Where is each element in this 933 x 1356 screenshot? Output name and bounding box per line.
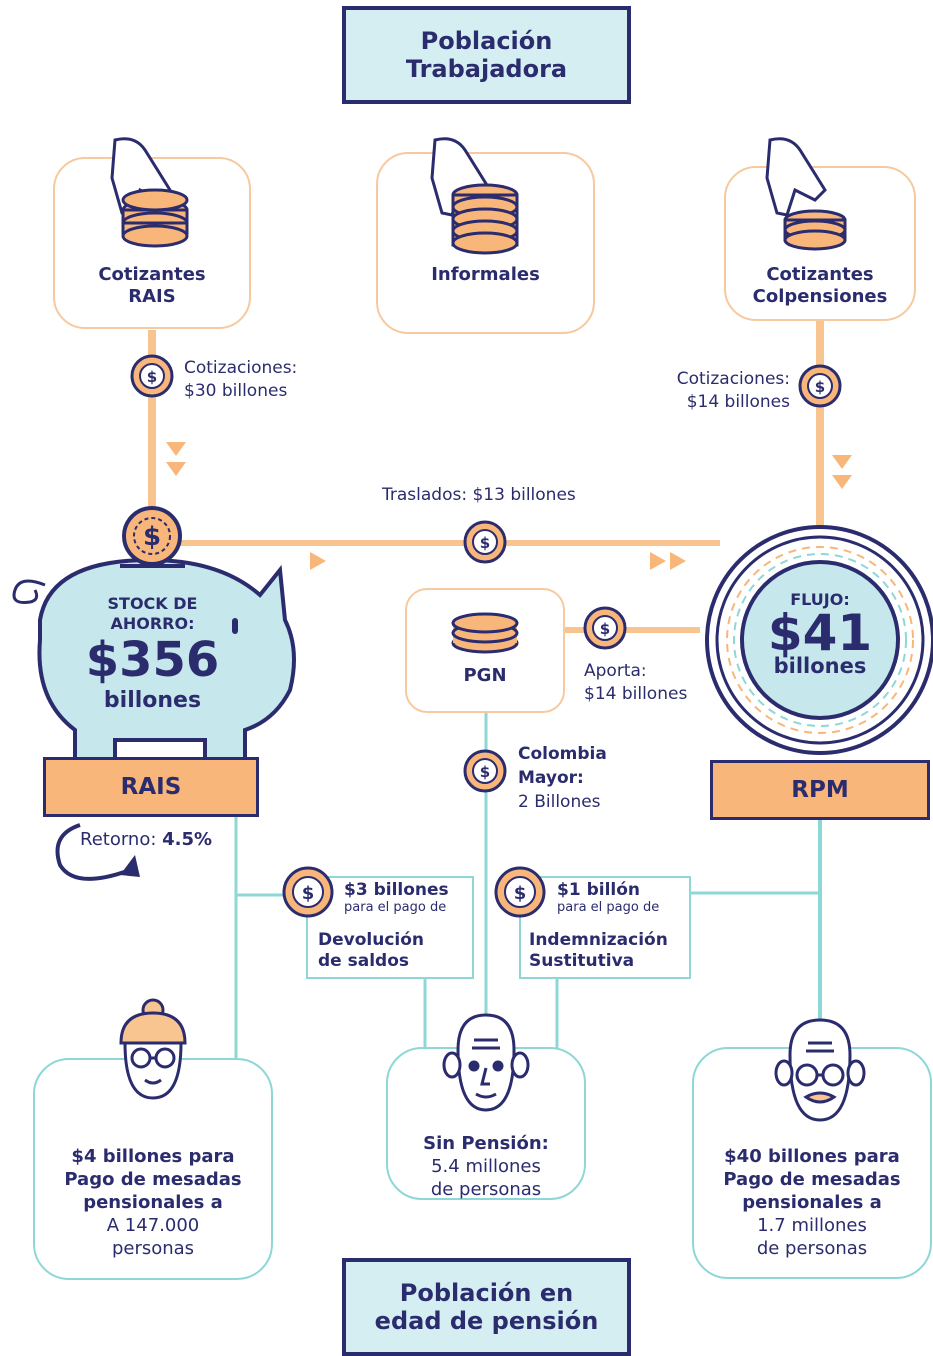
sin-pension-line1: Sin Pensión: (423, 1133, 549, 1154)
colombia-mayor-label: Colombia Mayor: 2 Billones (518, 742, 607, 814)
label-informales: Informales (431, 264, 540, 285)
aporta-line2: $14 billones (584, 684, 688, 704)
svg-text:$: $ (815, 378, 825, 396)
rais-outcome-line5: personas (111, 1238, 195, 1259)
title-bottom-line1: Población en (399, 1279, 574, 1307)
cotizaciones-rais: Cotizaciones: $30 billones (184, 357, 297, 403)
indemnizacion-sub: para el pago de (557, 900, 660, 915)
rpm-flujo-amount: $41 (767, 604, 873, 662)
svg-text:$: $ (480, 763, 490, 781)
rpm-flujo-label: FLUJO: (790, 590, 850, 609)
rpm-outcome-line4: 1.7 millones (757, 1215, 867, 1236)
box-devolucion-saldos (306, 876, 474, 979)
dollar-coin-icon: $ (463, 749, 507, 793)
dollar-coin-icon: $ (494, 866, 546, 918)
indemnizacion-label: Indemnización Sustitutiva (529, 930, 668, 972)
dollar-coin-icon: $ (463, 520, 507, 564)
cotizantes-colp-line1: Cotizantes (766, 264, 874, 285)
elder-man-icon (774, 1018, 866, 1122)
arrow-down-icon (166, 442, 186, 476)
aporta-line1: Aporta: (584, 661, 647, 681)
cot-colp-label: Cotizaciones: (676, 369, 790, 389)
sin-pension-text: Sin Pensión: 5.4 millones de personas (386, 1132, 586, 1201)
dollar-coin-icon: $ (798, 364, 842, 408)
devolucion-sub: para el pago de (344, 900, 447, 915)
traslados-label: Traslados: $13 billones (382, 485, 576, 505)
rais-outcome-line1: $4 billones para (71, 1146, 235, 1167)
rpm-outcome-text: $40 billones para Pago de mesadas pensio… (692, 1145, 932, 1260)
cotizaciones-colp: Cotizaciones: $14 billones (640, 368, 790, 414)
retorno-label: Retorno: 4.5% (80, 828, 212, 851)
cotizantes-rais-line2: RAIS (128, 286, 176, 307)
rais-bar: RAIS (43, 757, 259, 817)
indemnizacion-amount: $1 billón (557, 880, 641, 900)
piggy-line1: STOCK DE (107, 594, 198, 613)
title-top-line1: Población (420, 27, 553, 55)
rpm-outcome-line3: pensionales a (742, 1192, 882, 1213)
cot-rais-label: Cotizaciones: (184, 358, 298, 378)
arrow-right-icon (650, 552, 686, 570)
hand-coins-icon (110, 137, 189, 248)
return-arrow-icon (55, 823, 140, 881)
piggy-bank-icon: $ (12, 506, 296, 762)
aporta-label: Aporta: $14 billones (584, 660, 687, 706)
devolucion-label: Devolución de saldos (318, 930, 424, 972)
label-cotizantes-colpensiones: Cotizantes Colpensiones (724, 264, 916, 308)
rais-outcome-line4: A 147.000 (106, 1215, 200, 1236)
svg-text:$: $ (514, 883, 527, 904)
rpm-outcome-line2: Pago de mesadas (723, 1169, 901, 1190)
dollar-coin-icon: $ (130, 354, 174, 398)
svg-text:$: $ (480, 534, 490, 552)
indemnizacion-line1: Indemnización (529, 930, 668, 950)
retorno-text: Retorno: (80, 829, 157, 850)
box-rpm-outcome (692, 1047, 932, 1279)
label-cotizantes-rais: Cotizantes RAIS (53, 264, 251, 308)
title-poblacion-edad-pension: Población en edad de pensión (342, 1258, 631, 1356)
devolucion-amount: $3 billones (344, 880, 449, 900)
arrow-right-icon (310, 552, 326, 570)
title-poblacion-trabajadora: Población Trabajadora (342, 6, 631, 104)
svg-text:$: $ (600, 620, 610, 638)
coin-stack-icon (451, 612, 519, 654)
elder-man-icon (442, 1013, 530, 1112)
colombia-mayor-line2: Mayor: (518, 768, 584, 788)
rpm-outcome-line1: $40 billones para (724, 1146, 900, 1167)
sin-pension-line3: de personas (430, 1179, 542, 1200)
rais-outcome-line2: Pago de mesadas (64, 1169, 242, 1190)
arrow-down-icon (832, 455, 852, 489)
cot-colp-value: $14 billones (686, 392, 790, 412)
title-bottom-line2: edad de pensión (374, 1307, 599, 1335)
hand-coins-icon (765, 137, 847, 251)
dollar-coin-icon: $ (583, 606, 627, 650)
piggy-unit: billones (103, 688, 202, 713)
svg-text:$: $ (143, 522, 161, 552)
sin-pension-line2: 5.4 millones (431, 1156, 541, 1177)
retorno-value: 4.5% (162, 829, 213, 850)
rpm-flow-coin (705, 525, 933, 755)
rais-outcome-text: $4 billones para Pago de mesadas pension… (33, 1145, 273, 1260)
cotizantes-colp-line2: Colpensiones (752, 286, 888, 307)
box-indemnizacion (519, 876, 691, 979)
pgn-label: PGN (463, 665, 507, 686)
cot-rais-value: $30 billones (184, 381, 288, 401)
rpm-outcome-line5: de personas (756, 1238, 868, 1259)
cotizantes-rais-line1: Cotizantes (98, 264, 206, 285)
colombia-mayor-line1: Colombia (518, 744, 607, 764)
devolucion-line1: Devolución (318, 930, 425, 950)
rais-outcome-line3: pensionales a (83, 1192, 223, 1213)
rpm-flujo-unit: billones (773, 654, 867, 678)
elder-woman-icon (119, 998, 187, 1100)
piggy-stock-label: STOCK DE AHORRO: (60, 594, 245, 634)
piggy-line2: AHORRO: (110, 614, 195, 633)
rpm-bar: RPM (710, 760, 930, 820)
dollar-coin-icon: $ (282, 866, 334, 918)
devolucion-line2: de saldos (318, 951, 410, 971)
hand-coins-icon (430, 137, 519, 255)
piggy-amount: $356 (85, 632, 220, 688)
indemnizacion-line2: Sustitutiva (529, 951, 635, 971)
colombia-mayor-line3: 2 Billones (518, 792, 601, 812)
svg-text:$: $ (147, 368, 157, 386)
title-top-line2: Trabajadora (405, 55, 568, 83)
svg-text:$: $ (302, 883, 315, 904)
